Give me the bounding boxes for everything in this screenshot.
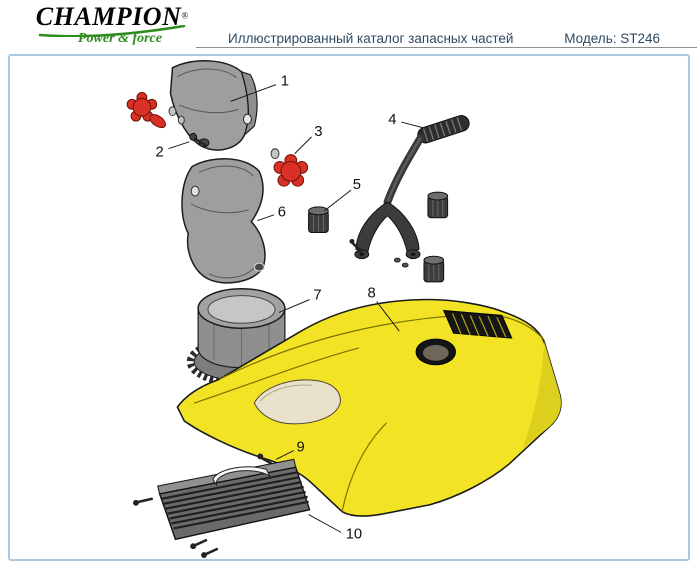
callout-number-6: 6 — [278, 205, 286, 221]
model-label: Модель: ST246 — [564, 31, 660, 46]
part-5-bushing-right-bottom — [423, 255, 445, 283]
part-5-bushing-left — [308, 206, 329, 234]
header: CHAMPION® Power & force Иллюстрированный… — [0, 0, 700, 54]
callout-number-4: 4 — [388, 112, 396, 128]
champion-logo: CHAMPION® Power & force — [28, 2, 196, 47]
part-5-bushing-right-top — [427, 191, 449, 219]
header-divider — [196, 47, 697, 48]
callout-line-8 — [376, 301, 400, 332]
callout-number-3: 3 — [314, 124, 322, 140]
callout-number-10: 10 — [346, 526, 362, 542]
callout-number-1: 1 — [281, 74, 289, 90]
callout-number-5: 5 — [353, 177, 361, 193]
callout-line-2 — [168, 141, 190, 150]
part-10-grille-panel — [133, 458, 311, 559]
brand-name: CHAMPION — [35, 2, 182, 31]
part-1-deflector-upper — [169, 60, 258, 151]
callout-line-7 — [278, 299, 310, 313]
logo-swoosh-icon — [38, 25, 186, 37]
part-3-star-knob — [270, 148, 309, 187]
registered-mark-icon: ® — [181, 10, 189, 21]
callout-line-10 — [308, 514, 342, 533]
exploded-parts-diagram: 1 2 3 4 5 6 7 8 9 10 — [126, 60, 562, 559]
callout-line-5 — [324, 189, 352, 212]
part-4-crank-handle — [349, 115, 470, 268]
part-6-chute-middle — [181, 158, 266, 284]
brand-line: CHAMPION® — [28, 2, 196, 32]
callout-line-1 — [230, 84, 277, 102]
callouts: 1 2 3 4 5 6 7 8 9 10 — [156, 74, 425, 542]
callout-number-8: 8 — [368, 286, 376, 302]
diagram-container: 1 2 3 4 5 6 7 8 9 10 — [8, 54, 690, 561]
callout-number-2: 2 — [156, 145, 164, 161]
page-title: Иллюстрированный каталог запасных частей — [228, 31, 514, 46]
callout-line-4 — [401, 121, 425, 129]
callout-line-6 — [257, 214, 275, 222]
brand-tagline: Power & force — [78, 31, 162, 46]
part-8-yellow-cover — [176, 298, 562, 517]
callout-number-7: 7 — [313, 288, 321, 304]
callout-line-9 — [275, 450, 294, 460]
part-2-knob-assembly — [126, 91, 208, 148]
callout-number-9: 9 — [297, 439, 305, 455]
callout-line-3 — [294, 136, 312, 154]
